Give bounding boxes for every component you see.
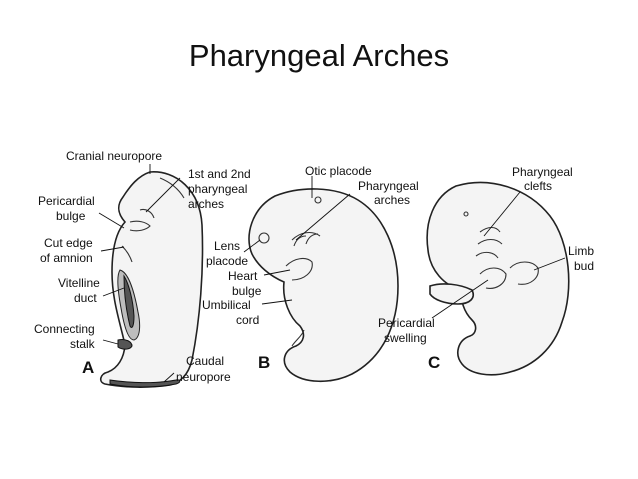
label-heart-bulge-2: bulge [232, 284, 262, 298]
slide-title: Pharyngeal Arches [188, 38, 450, 73]
label-pharyngeal-clefts-1: Pharyngeal [512, 165, 573, 179]
label-pericardial-swelling-1: Pericardial [378, 316, 435, 330]
panel-letter-c: C [428, 353, 440, 372]
label-cut-edge-amnion-2: of amnion [40, 251, 93, 265]
label-pericardial-bulge-2: bulge [56, 209, 86, 223]
embryo-a-body [99, 171, 204, 388]
label-connecting-stalk-1: Connecting [34, 322, 95, 336]
embryo-b-body [248, 188, 399, 383]
label-cut-edge-amnion-1: Cut edge [44, 236, 93, 250]
label-pharyngeal-arches-a-3: arches [188, 197, 224, 211]
label-caudal-neuropore-2: neuropore [176, 370, 231, 384]
panel-letter-b: B [258, 353, 270, 372]
label-pericardial-bulge-1: Pericardial [38, 194, 95, 208]
label-vitelline-duct-2: duct [74, 291, 97, 305]
label-pharyngeal-arches-b-1: Pharyngeal [358, 179, 419, 193]
label-limb-bud-1: Limb [568, 244, 594, 258]
label-pharyngeal-clefts-2: clefts [524, 179, 552, 193]
label-lens-placode-2: placode [206, 254, 248, 268]
embryo-c: Pharyngeal clefts Limb bud Pericardial s… [378, 165, 594, 376]
embryo-b: Otic placode Pharyngeal arches Lens plac… [202, 164, 419, 383]
label-pericardial-swelling-2: swelling [384, 331, 427, 345]
label-cranial-neuropore: Cranial neuropore [66, 149, 162, 163]
label-caudal-neuropore-1: Caudal [186, 354, 224, 368]
embryo-a: Cranial neuropore 1st and 2nd pharyngeal… [34, 149, 251, 388]
label-limb-bud-2: bud [574, 259, 594, 273]
label-lens-placode-1: Lens [214, 239, 240, 253]
connecting-stalk-shape [117, 339, 133, 350]
label-pharyngeal-arches-a-2: pharyngeal [188, 182, 247, 196]
label-pharyngeal-arches-a-1: 1st and 2nd [188, 167, 251, 181]
pericardial-swelling-shape [429, 283, 474, 305]
label-umbilical-cord-2: cord [236, 313, 259, 327]
embryo-c-body [426, 181, 570, 376]
label-vitelline-duct-1: Vitelline [58, 276, 100, 290]
label-pharyngeal-arches-b-2: arches [374, 193, 410, 207]
label-umbilical-cord-1: Umbilical [202, 298, 251, 312]
panel-letter-a: A [82, 358, 94, 377]
label-otic-placode: Otic placode [305, 164, 372, 178]
label-heart-bulge-1: Heart [228, 269, 258, 283]
label-connecting-stalk-2: stalk [70, 337, 96, 351]
